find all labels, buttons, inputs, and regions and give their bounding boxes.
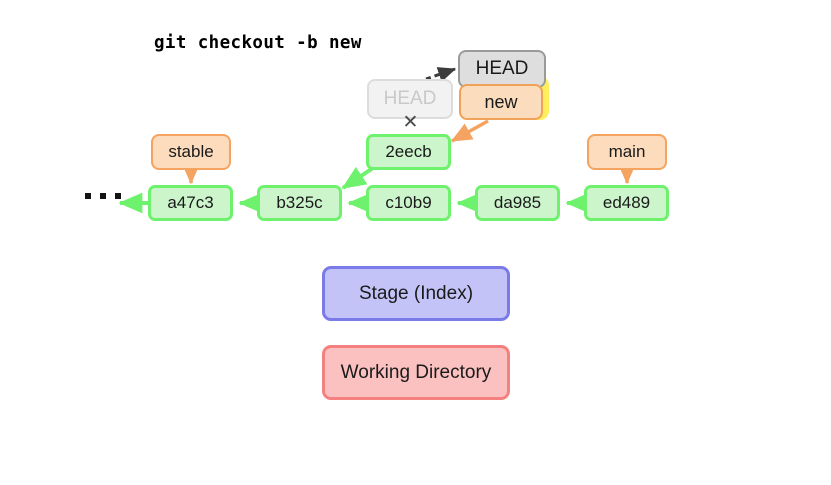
branch-label-new[interactable]: new bbox=[459, 84, 543, 120]
commit-node-a47c3[interactable]: a47c3 bbox=[148, 185, 233, 221]
commit-node-c10b9[interactable]: c10b9 bbox=[366, 185, 451, 221]
head-label[interactable]: HEAD bbox=[458, 50, 546, 88]
branch-label-main[interactable]: main bbox=[587, 134, 667, 170]
head-previous-position: HEAD bbox=[367, 79, 453, 119]
branch-label-stable[interactable]: stable bbox=[151, 134, 231, 170]
commit-node-2eecb[interactable]: 2eecb bbox=[366, 134, 451, 170]
ellipsis-dot bbox=[115, 193, 121, 199]
head-move-arrow bbox=[425, 67, 457, 82]
commit-node-ed489[interactable]: ed489 bbox=[584, 185, 669, 221]
history-ellipsis bbox=[85, 193, 121, 199]
stage-index-box[interactable]: Stage (Index) bbox=[322, 266, 510, 321]
ellipsis-dot bbox=[85, 193, 91, 199]
commit-node-b325c[interactable]: b325c bbox=[257, 185, 342, 221]
command-title: git checkout -b new bbox=[154, 33, 362, 53]
working-directory-box[interactable]: Working Directory bbox=[322, 345, 510, 400]
commit-node-da985[interactable]: da985 bbox=[475, 185, 560, 221]
ellipsis-dot bbox=[100, 193, 106, 199]
head-detach-x-icon: ✕ bbox=[402, 111, 419, 133]
branch-pointer-arrows bbox=[181, 119, 637, 185]
